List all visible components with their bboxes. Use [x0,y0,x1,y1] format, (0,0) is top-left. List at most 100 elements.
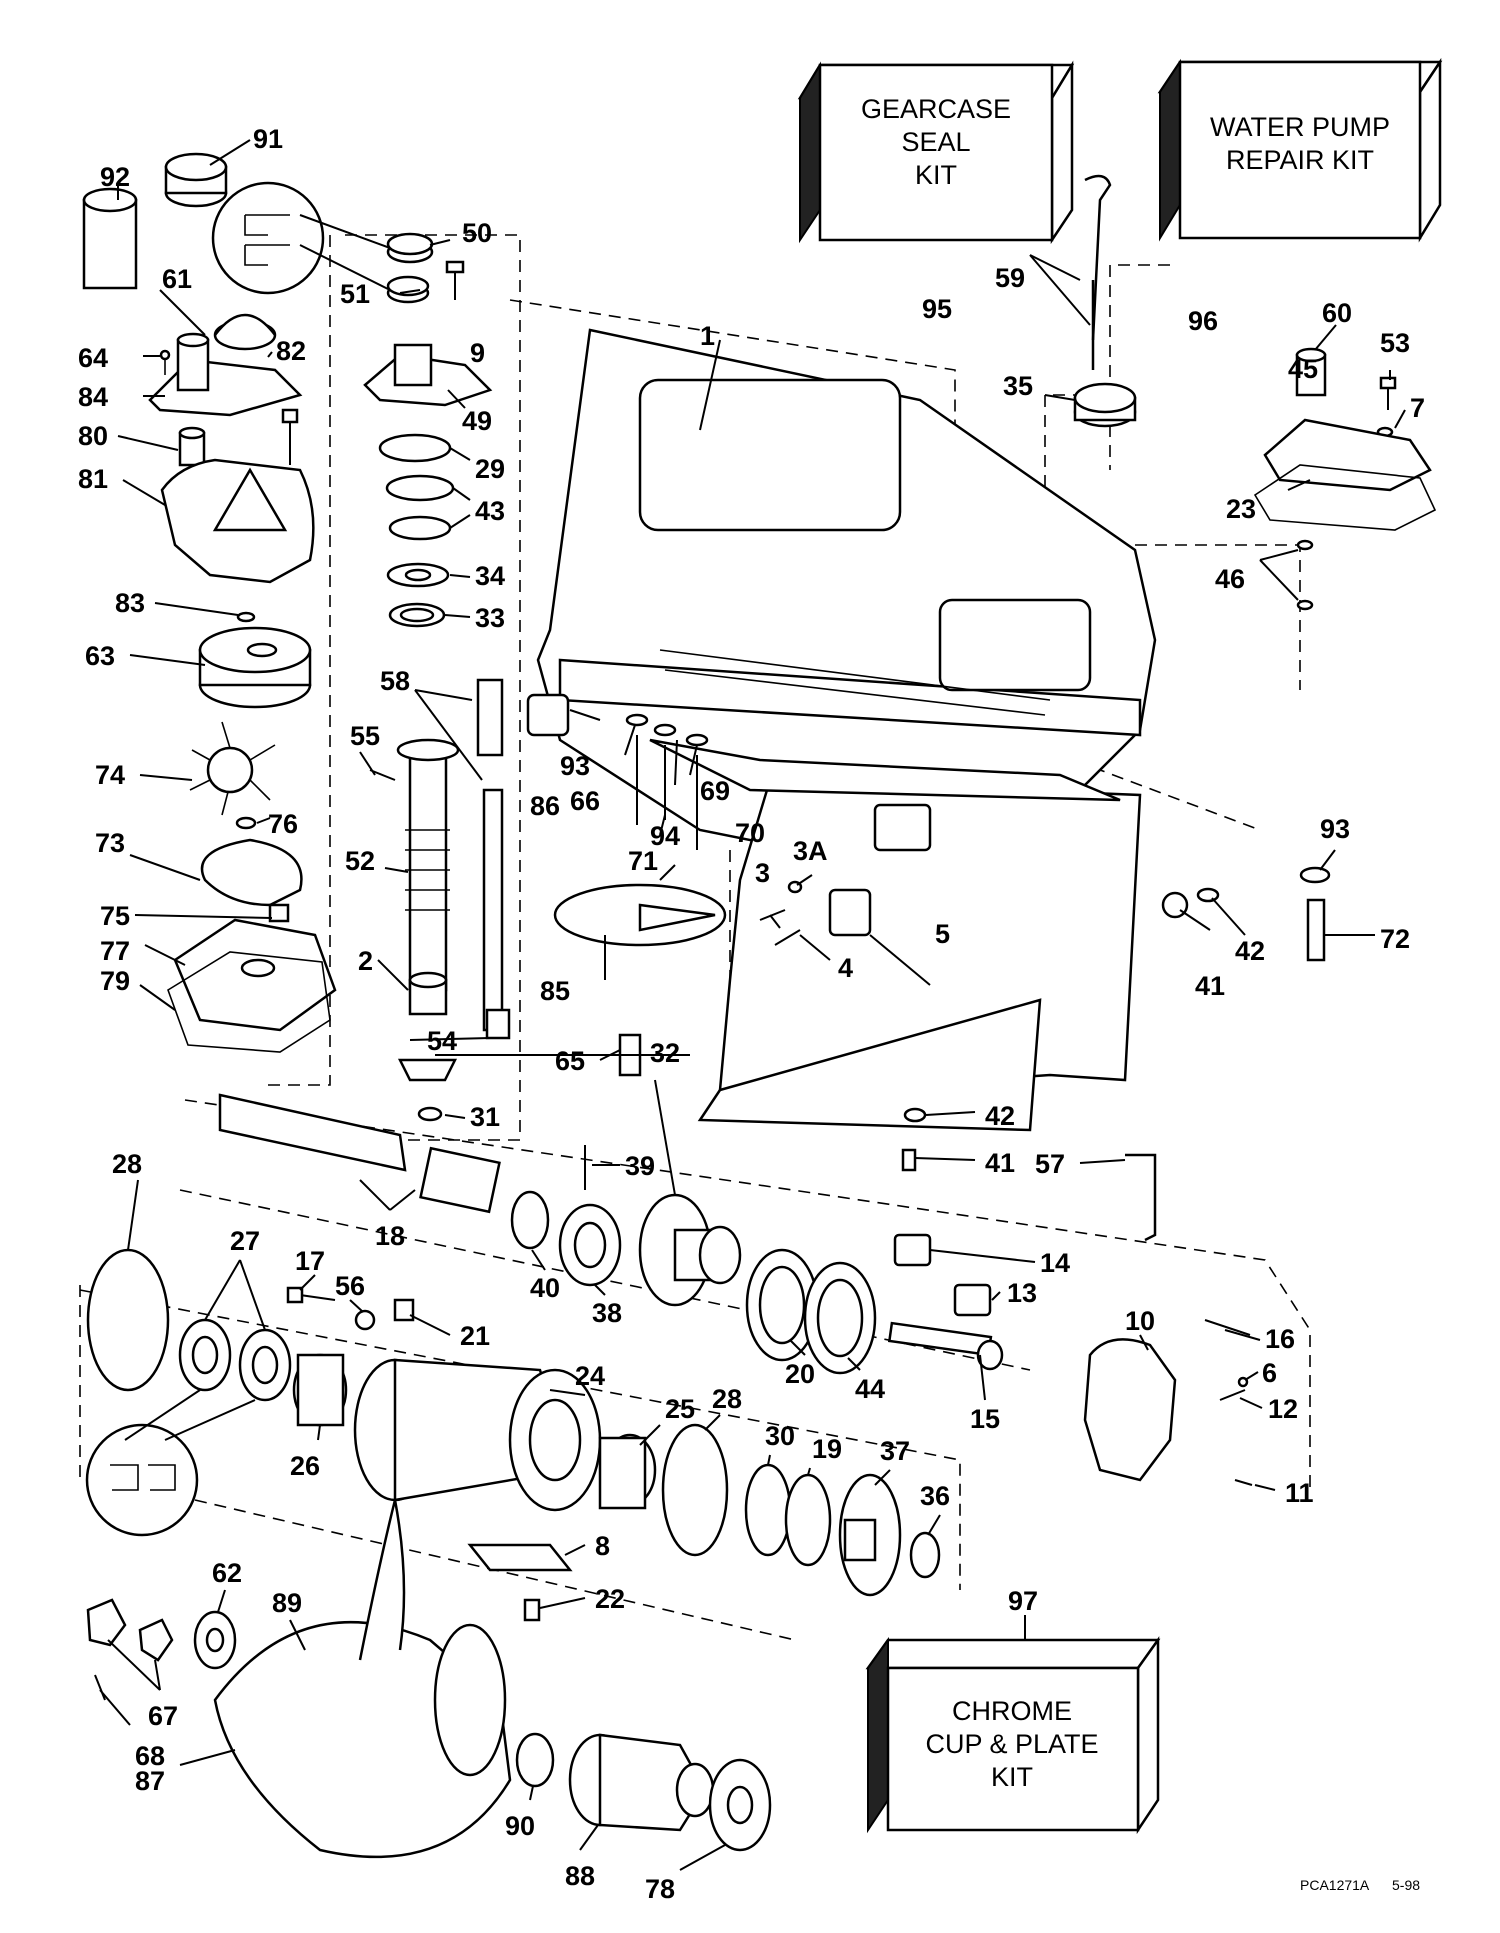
part-label: 84 [78,382,108,412]
part-label: 18 [375,1221,405,1251]
part-label: 41 [1195,971,1225,1001]
part-label: 58 [380,666,410,696]
part-label: 90 [505,1811,535,1841]
part-label: 20 [785,1359,815,1389]
part-label: 16 [1265,1324,1295,1354]
figure-date: 5-98 [1392,1877,1420,1893]
part-label: 23 [1226,494,1256,524]
part-label: 34 [475,561,505,591]
kit-line: KIT [915,160,957,190]
part-label: 86 [530,791,560,821]
part-label: 28 [712,1384,742,1414]
part-label: 39 [625,1151,655,1181]
kit-line: REPAIR KIT [1226,145,1374,175]
part-label: 19 [812,1434,842,1464]
part-label: 73 [95,828,125,858]
part-label: 2 [358,946,373,976]
part-label: 49 [462,406,492,436]
part-label: 17 [295,1246,325,1276]
part-label: 22 [595,1584,625,1614]
part-label: 81 [78,464,108,494]
detail-circle-top [211,181,391,295]
part-label: 4 [838,953,853,983]
part-label: 51 [340,279,370,309]
kit-line: CUP & PLATE [925,1729,1098,1759]
part-label: 46 [1215,564,1245,594]
part-label: 91 [253,124,283,154]
part-label: 53 [1380,328,1410,358]
pump-housing-right [1073,174,1437,611]
part-label: 78 [645,1874,675,1904]
part-label: 38 [592,1298,622,1328]
part-label: 76 [268,809,298,839]
part-label: 44 [855,1374,885,1404]
part-label: 27 [230,1226,260,1256]
kit-line: SEAL [901,127,970,157]
part-label: 24 [575,1361,605,1391]
part-label: 11 [1285,1478,1314,1508]
part-label: 55 [350,721,380,751]
part-label: 93 [1320,814,1350,844]
part-label: 3A [793,836,828,866]
part-label: 85 [540,976,570,1006]
detail-circle-bottom [85,1389,256,1537]
bearing-housing-parts [86,1248,941,1622]
part-label: 56 [335,1271,365,1301]
part-label: 88 [565,1861,595,1891]
part-label: 29 [475,454,505,484]
part-label: 61 [162,264,192,294]
part-label: 59 [995,263,1025,293]
mid-parts [526,693,1331,1242]
part-label: 95 [922,294,952,324]
part-label: 74 [95,760,125,790]
part-label: 43 [475,496,505,526]
part-label: 25 [665,1394,695,1424]
part-label: 21 [460,1321,490,1351]
part-label: 12 [1268,1394,1298,1424]
part-label: 75 [100,901,130,931]
part-label: 54 [427,1026,457,1056]
part-label: 9 [470,338,485,368]
part-label: 15 [970,1404,1000,1434]
part-label: 68 [135,1741,165,1771]
part-label: 57 [1035,1149,1065,1179]
water-pump-parts [82,152,337,1053]
part-label: 3 [755,858,770,888]
part-label: 37 [880,1436,910,1466]
part-label: 71 [628,846,658,876]
part-number-labels: 91 92 61 64 84 82 80 81 83 63 74 76 73 7… [78,124,1425,1904]
kit-box-chrome-cup-plate: CHROME CUP & PLATE KIT [865,1636,1161,1835]
part-label: 50 [462,218,492,248]
kit-line: CHROME [952,1696,1072,1726]
part-label: 60 [1322,298,1352,328]
part-label: 33 [475,603,505,633]
part-label: 93 [560,751,590,781]
propeller-parts [86,1499,772,1859]
kit-line: KIT [991,1762,1033,1792]
part-label: 42 [985,1101,1015,1131]
part-label: 8 [595,1531,610,1561]
leader-lines [99,139,1406,1871]
part-label: 35 [1003,371,1033,401]
part-label: 7 [1410,393,1425,423]
part-label: 40 [530,1273,560,1303]
part-label: 28 [112,1149,142,1179]
part-label: 26 [290,1451,320,1481]
propshaft-gears [218,1093,1253,1486]
part-label: 82 [276,336,306,366]
part-label: 89 [272,1588,302,1618]
kit-box-gearcase-seal: GEARCASE SEAL KIT [797,60,1075,245]
part-label: 92 [100,162,130,192]
part-label: 5 [935,919,950,949]
part-label: 96 [1188,306,1218,336]
figure-code: PCA1271A [1300,1877,1370,1893]
part-label: 80 [78,421,108,451]
part-label: 79 [100,966,130,996]
part-label: 65 [555,1046,585,1076]
part-label: 63 [85,641,115,671]
part-label: 77 [100,936,130,966]
kit-line: WATER PUMP [1210,112,1390,142]
part-label: 72 [1380,924,1410,954]
part-label: 42 [1235,936,1265,966]
